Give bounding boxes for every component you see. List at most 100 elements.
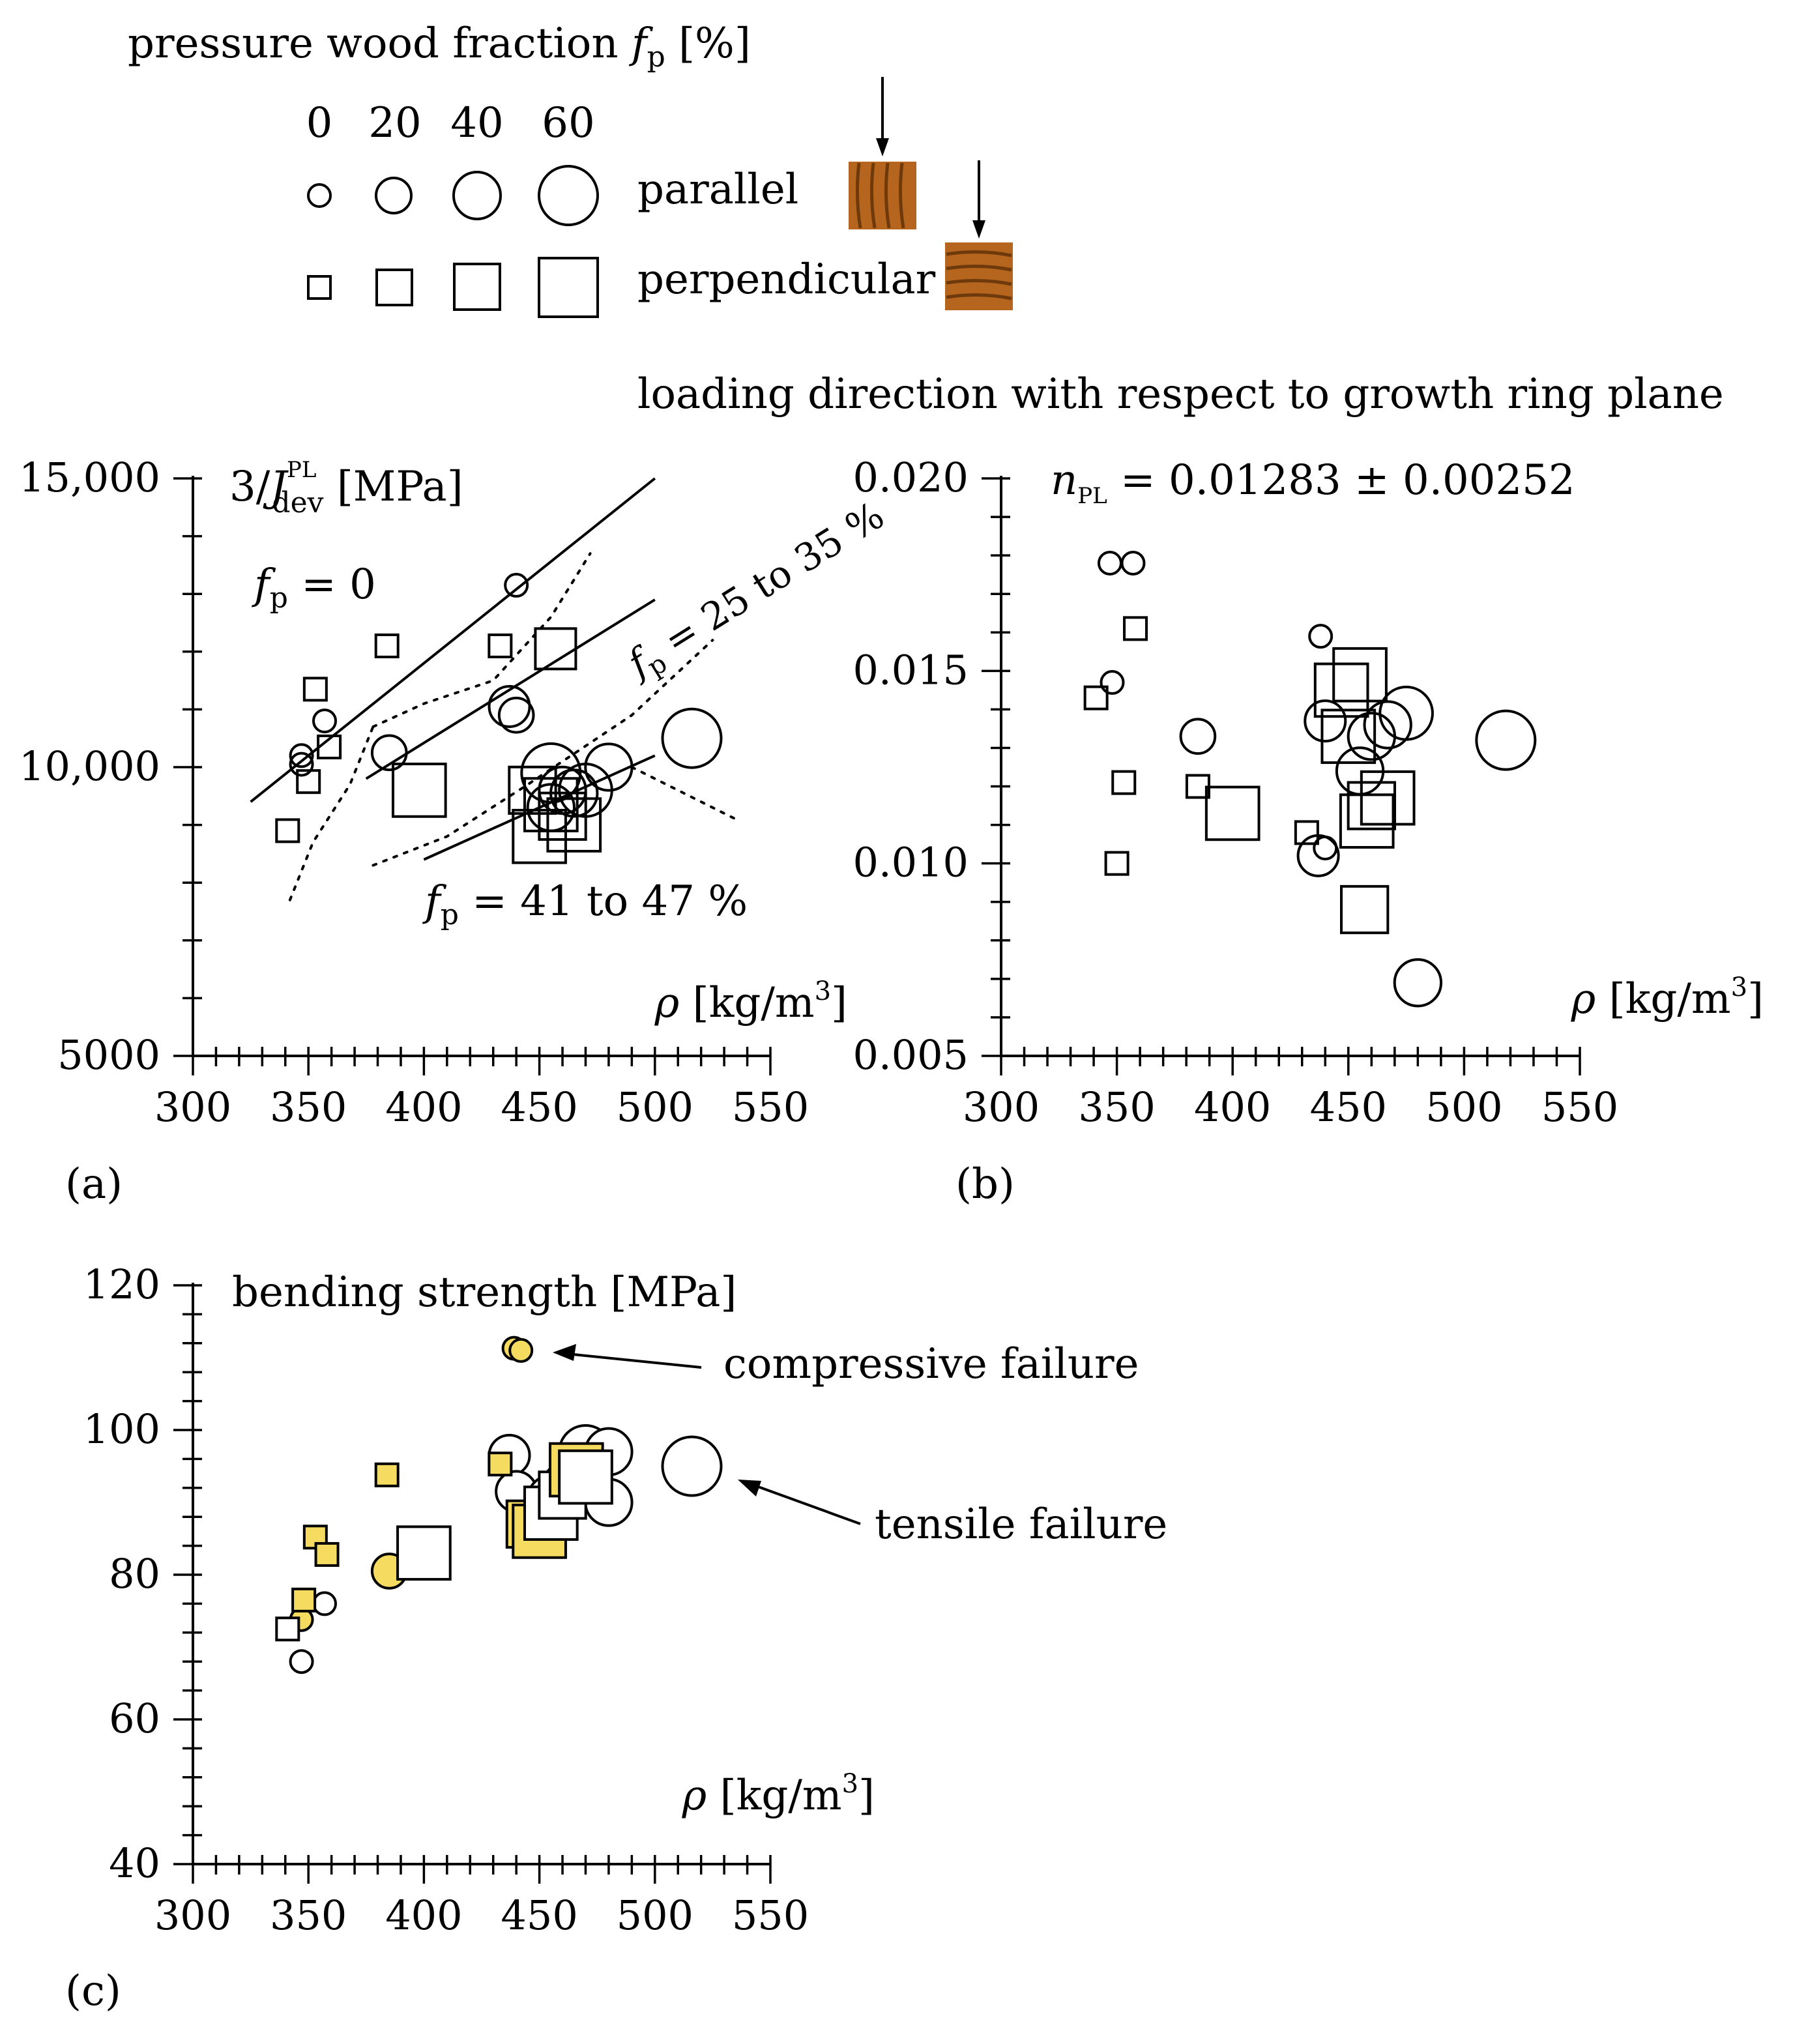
square-marker: [291, 1587, 317, 1613]
square-marker: [1360, 770, 1416, 826]
x-tick-label: 500: [617, 1083, 693, 1131]
x-tick-label: 350: [270, 1083, 347, 1131]
circle-marker: [1308, 624, 1334, 649]
panel-b-label: (b): [955, 1160, 1015, 1208]
square-marker: [1204, 785, 1261, 841]
y-tick-label: 120: [83, 1261, 160, 1308]
circle-marker: [370, 734, 408, 772]
bound-line: [372, 552, 592, 728]
legend-circle-fp20: [375, 177, 413, 214]
circle-marker: [289, 1649, 314, 1674]
square-marker: [538, 791, 587, 841]
tensile-failure-annotation: tensile failure: [738, 1480, 1167, 1549]
x-tick-label: 300: [154, 1891, 231, 1939]
x-tick-label: 450: [1310, 1083, 1387, 1131]
y-tick-label: 0.005: [853, 1031, 969, 1079]
square-marker: [1347, 781, 1396, 830]
circle-marker: [520, 742, 582, 804]
circle-marker: [1097, 550, 1122, 576]
square-marker: [1104, 851, 1130, 876]
circle-marker: [1475, 709, 1537, 771]
legend-square-fp0: [307, 275, 332, 300]
x-tick-label: 400: [385, 1891, 462, 1939]
circle-marker: [312, 1591, 338, 1616]
x-tick-label: 550: [732, 1891, 809, 1939]
circle-marker: [1378, 685, 1434, 741]
circle-marker: [1304, 699, 1347, 743]
square-marker: [1332, 647, 1388, 703]
bound-line: [630, 766, 737, 821]
square-marker: [314, 1541, 340, 1567]
square-marker: [1339, 793, 1395, 849]
circle-marker: [1347, 712, 1396, 761]
x-tick-label: 300: [963, 1083, 1040, 1131]
x-tick-label: 400: [385, 1083, 462, 1131]
circle-marker: [1100, 670, 1125, 695]
x-tick-label: 500: [617, 1891, 693, 1939]
circle-marker: [504, 572, 529, 598]
panel-a-markers: [275, 572, 723, 864]
square-marker: [275, 818, 300, 843]
legend-circle-fp60: [538, 165, 599, 226]
circle-marker: [1179, 718, 1217, 755]
y-tick-label: 60: [109, 1695, 160, 1742]
circle-marker: [312, 708, 338, 734]
circle-marker: [1120, 550, 1146, 576]
x-tick-label: 450: [501, 1083, 577, 1131]
legend-size-label-60: 60: [542, 99, 594, 147]
legend: pressure wood fraction fp [%] 0 20 40 60…: [128, 20, 1724, 418]
square-marker: [558, 1449, 613, 1505]
panel-c-markers: [275, 1336, 723, 1674]
y-tick-label: 0.015: [853, 646, 969, 694]
legend-circle-row: [307, 165, 599, 226]
square-marker: [1320, 708, 1377, 765]
square-marker: [374, 1462, 400, 1487]
square-marker: [275, 1616, 300, 1642]
square-marker: [1313, 662, 1369, 718]
wood-block-parallel-icon: [849, 77, 916, 229]
panel-a-label: (a): [65, 1160, 123, 1208]
legend-title: pressure wood fraction fp [%]: [128, 20, 751, 74]
circle-marker: [289, 743, 314, 768]
y-tick-label: 0.020: [853, 454, 969, 501]
panel-a-lines: [250, 477, 737, 901]
panel-c-title: bending strength [MPa]: [232, 1268, 736, 1317]
x-tick-label: 350: [270, 1891, 347, 1939]
square-marker: [396, 1525, 452, 1581]
circle-marker: [497, 696, 535, 734]
legend-square-fp40: [453, 263, 501, 311]
panel-c-label: (c): [65, 1967, 121, 2015]
circle-marker: [1393, 958, 1443, 1008]
y-tick-label: 40: [109, 1839, 160, 1887]
circle-marker: [289, 752, 314, 777]
square-marker: [374, 633, 400, 658]
square-marker: [546, 797, 602, 853]
legend-parallel-label: parallel: [637, 166, 798, 214]
legend-perpendicular-label: perpendicular: [637, 256, 936, 304]
legend-size-label-40: 40: [450, 99, 503, 147]
square-marker: [523, 777, 579, 832]
square-marker: [302, 677, 328, 702]
x-tick-label: 550: [1541, 1083, 1618, 1131]
square-marker: [508, 765, 557, 815]
panel-a-annotation-fp41: fp = 41 to 47 %: [422, 877, 748, 931]
y-tick-label: 80: [109, 1550, 160, 1598]
wood-block-perpendicular-icon: [945, 160, 1013, 310]
square-marker: [391, 763, 447, 818]
legend-circle-fp40: [452, 171, 502, 220]
circle-marker: [488, 684, 531, 728]
square-marker: [488, 1452, 513, 1477]
circle-marker: [508, 1337, 534, 1363]
circle-marker: [661, 707, 723, 769]
x-tick-label: 550: [732, 1083, 809, 1131]
square-marker: [317, 734, 342, 759]
regression-line: [365, 598, 656, 780]
y-tick-label: 10,000: [19, 742, 160, 790]
panel-c-xlabel: ρ [kg/m3]: [682, 1769, 875, 1820]
panel-b-title: nPL = 0.01283 ± 0.00252: [1051, 456, 1575, 509]
legend-direction-caption: loading direction with respect to growth…: [637, 370, 1724, 418]
